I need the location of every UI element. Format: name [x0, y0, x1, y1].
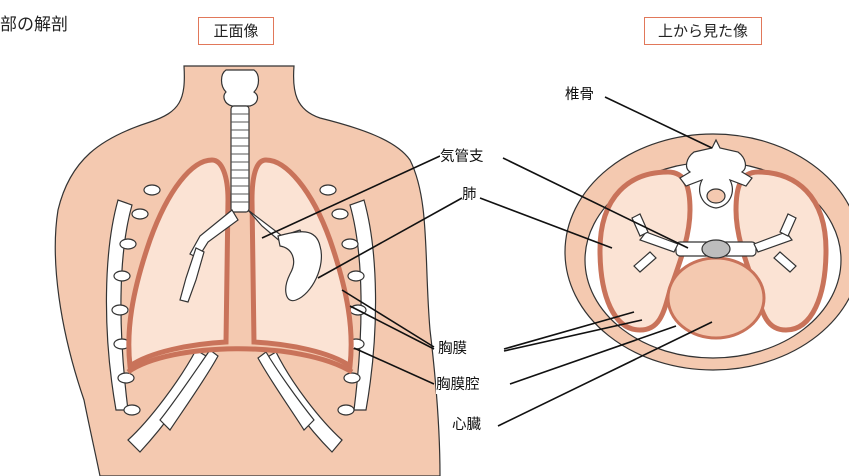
top-heart	[668, 258, 764, 338]
top-vertebral-canal	[707, 189, 725, 203]
label-vertebra: 椎骨	[565, 86, 594, 104]
front-view	[55, 66, 440, 476]
label-heart: 心臓	[452, 416, 481, 434]
label-bronchus: 気管支	[440, 148, 484, 166]
label-pleura: 胸膜	[438, 340, 467, 358]
leader-heart	[498, 322, 712, 426]
larynx	[222, 70, 259, 106]
label-pleural-cavity: 胸膜腔	[436, 376, 480, 394]
top-esophagus	[702, 240, 730, 258]
top-view	[565, 134, 849, 370]
leader-vertebra	[605, 97, 712, 148]
label-lung: 肺	[462, 186, 477, 204]
